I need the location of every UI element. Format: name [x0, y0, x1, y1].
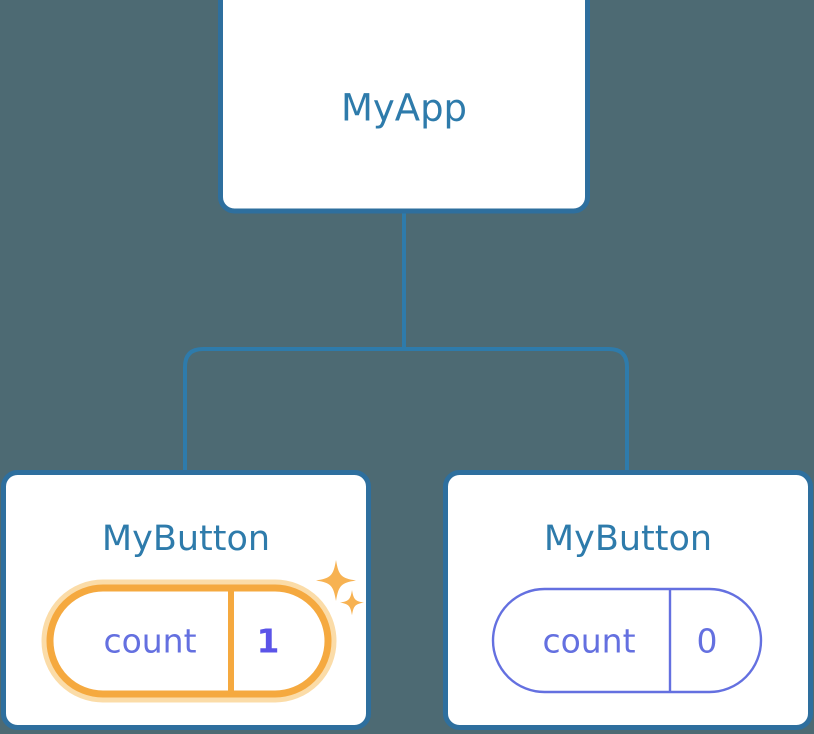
prop-pill-right[interactable]: count 0	[491, 587, 763, 694]
prop-pill-right-outline	[491, 587, 763, 694]
prop-pill-right-value: 0	[697, 622, 718, 661]
node-mybutton-left[interactable]: MyButton count 1	[1, 470, 371, 730]
node-myapp-card	[218, 0, 590, 214]
prop-pill-right-key: count	[542, 622, 635, 661]
node-myapp-label: MyApp	[341, 87, 467, 130]
node-mybutton-right-label: MyButton	[544, 519, 712, 559]
prop-pill-left-outline	[46, 584, 332, 698]
node-mybutton-right[interactable]: MyButton count 0	[443, 470, 813, 730]
prop-pill-left[interactable]: count 1	[41, 579, 337, 703]
prop-pill-left-key: count	[103, 622, 196, 661]
edge-branch-left	[183, 347, 404, 472]
node-myapp[interactable]: MyApp	[218, 0, 590, 214]
sparkle-group	[316, 560, 364, 616]
prop-pill-left-value: 1	[257, 622, 280, 661]
sparkle-small-icon	[340, 590, 364, 616]
edge-branch-right	[404, 347, 629, 472]
sparkle-large-icon	[316, 560, 356, 601]
node-mybutton-left-label: MyButton	[102, 519, 270, 559]
